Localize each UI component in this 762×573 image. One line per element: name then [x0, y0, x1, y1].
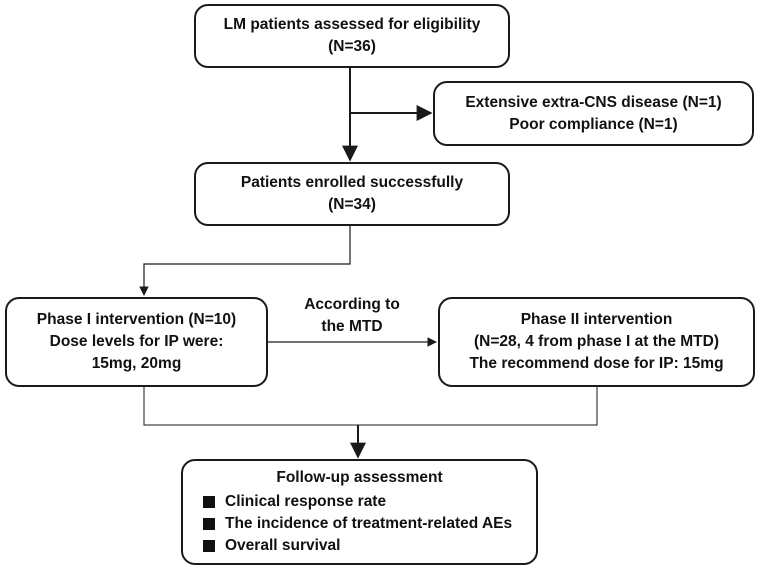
followup-list: Clinical response rate The incidence of …	[203, 491, 512, 557]
enrolled-line-1: Patients enrolled successfully	[240, 174, 464, 191]
followup-title: Follow-up assessment	[276, 469, 443, 486]
excluded-line-2: Poor compliance (N=1)	[509, 115, 678, 133]
followup-item: The incidence of treatment-related AEs	[203, 513, 512, 535]
phase2-line-3: The recommend dose for IP: 15mg	[469, 355, 724, 372]
arrow-enrolled-to-phase1	[139, 226, 351, 296]
arrow-label-line-2: the MTD	[321, 318, 383, 335]
square-bullet-icon	[203, 518, 215, 530]
phase2-line-1: Phase II intervention	[520, 311, 673, 328]
phase1-box: Phase I intervention (N=10) Dose levels …	[5, 297, 268, 387]
followup-item: Clinical response rate	[203, 491, 512, 513]
enrolled-box: Patients enrolled successfully (N=34)	[194, 162, 510, 226]
phase1-line-1: Phase I intervention (N=10)	[36, 311, 237, 328]
square-bullet-icon	[203, 540, 215, 552]
arrow-label: According to the MTD	[284, 294, 420, 338]
line-phase-merge	[143, 387, 598, 426]
followup-box: Follow-up assessment Clinical response r…	[181, 459, 538, 565]
phase1-line-2: Dose levels for IP were:	[49, 333, 224, 350]
followup-item-label: Clinical response rate	[225, 493, 387, 510]
phase1-line-3: 15mg, 20mg	[91, 355, 182, 372]
enrolled-line-2: (N=34)	[328, 196, 376, 213]
assessed-box: LM patients assessed for eligibility (N=…	[194, 4, 510, 68]
excluded-line-1: Extensive extra-CNS disease (N=1)	[465, 93, 722, 111]
followup-item-label: The incidence of treatment-related AEs	[225, 515, 513, 532]
followup-item: Overall survival	[203, 535, 512, 557]
phase2-box: Phase II intervention (N=28, 4 from phas…	[438, 297, 755, 387]
excluded-box: Extensive extra-CNS disease (N=1) Poor c…	[433, 81, 754, 146]
square-bullet-icon	[203, 496, 215, 508]
arrow-label-line-1: According to	[304, 296, 400, 313]
assessed-line-2: (N=36)	[328, 38, 376, 55]
phase2-line-2: (N=28, 4 from phase I at the MTD)	[473, 333, 720, 350]
followup-item-label: Overall survival	[225, 537, 341, 554]
assessed-line-1: LM patients assessed for eligibility	[223, 16, 481, 33]
